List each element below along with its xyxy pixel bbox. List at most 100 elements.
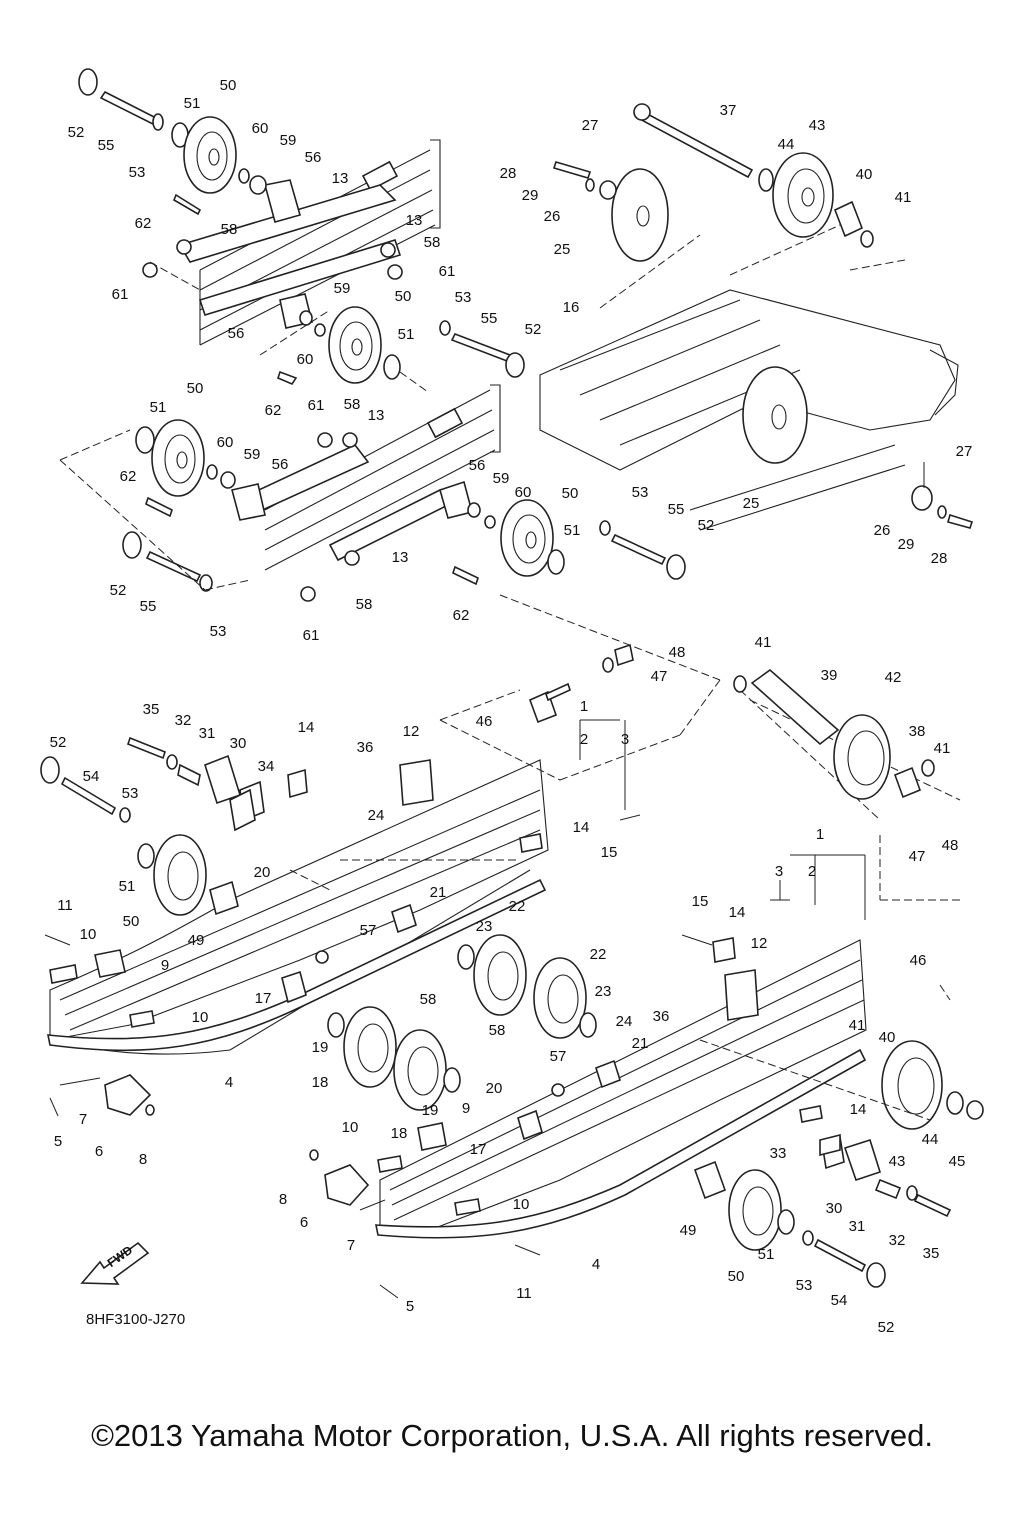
part-number-label: 50 — [220, 77, 237, 94]
part-number-label: 55 — [98, 137, 115, 154]
part-number-label: 17 — [255, 990, 272, 1007]
part-number-label: 27 — [582, 117, 599, 134]
part-number-label: 52 — [878, 1319, 895, 1336]
part-number-label: 51 — [119, 878, 136, 895]
part-number-label: 56 — [272, 456, 289, 473]
part-number-label: 7 — [347, 1237, 355, 1254]
part-number-label: 36 — [653, 1008, 670, 1025]
part-number-label: 55 — [140, 598, 157, 615]
part-number-label: 53 — [122, 785, 139, 802]
part-number-label: 13 — [392, 549, 409, 566]
part-number-label: 31 — [849, 1218, 866, 1235]
part-number-label: 58 — [420, 991, 437, 1008]
part-number-label: 51 — [398, 326, 415, 343]
part-number-label: 60 — [297, 351, 314, 368]
part-number-label: 11 — [516, 1285, 532, 1302]
part-number-label: 10 — [80, 926, 97, 943]
part-number-label: 59 — [280, 132, 297, 149]
part-number-label: 19 — [312, 1039, 329, 1056]
upper-rail-assembly — [78, 68, 525, 393]
part-number-label: 44 — [922, 1131, 939, 1148]
part-number-label: 53 — [796, 1277, 813, 1294]
part-number-label: 51 — [564, 522, 581, 539]
part-number-label: 14 — [298, 719, 315, 736]
part-number-label: 30 — [826, 1200, 843, 1217]
part-number-label: 3 — [621, 731, 629, 748]
part-number-label: 41 — [934, 740, 951, 757]
part-number-label: 9 — [462, 1100, 470, 1117]
lower-suspension-assembly — [40, 594, 984, 1299]
part-number-label: 50 — [187, 380, 204, 397]
part-number-label: 12 — [403, 723, 420, 740]
part-number-label: 6 — [95, 1143, 103, 1160]
part-number-label: 53 — [129, 164, 146, 181]
part-number-label: 11 — [57, 897, 73, 914]
part-number-label: 34 — [258, 758, 275, 775]
part-number-label: 21 — [430, 884, 447, 901]
part-number-label: 49 — [188, 932, 205, 949]
part-number-label: 28 — [500, 165, 517, 182]
part-number-label: 20 — [486, 1080, 503, 1097]
part-number-label: 26 — [544, 208, 561, 225]
part-number-label: 9 — [161, 957, 169, 974]
part-number-label: 35 — [923, 1245, 940, 1262]
part-number-label: 21 — [632, 1035, 649, 1052]
part-number-label: 53 — [455, 289, 472, 306]
part-number-label: 54 — [83, 768, 100, 785]
part-number-label: 14 — [573, 819, 590, 836]
part-number-label: 22 — [590, 946, 607, 963]
part-number-label: 29 — [898, 536, 915, 553]
part-number-label: 57 — [360, 922, 377, 939]
part-number-label: 61 — [303, 627, 320, 644]
part-number-label: 13 — [332, 170, 349, 187]
part-number-label: 52 — [698, 517, 715, 534]
part-number-label: 51 — [184, 95, 201, 112]
part-number-label: 44 — [778, 136, 795, 153]
track-assembly — [539, 103, 974, 531]
part-number-label: 54 — [831, 1292, 848, 1309]
part-number-label: 48 — [942, 837, 959, 854]
part-number-label: 5 — [406, 1298, 414, 1315]
part-number-label: 59 — [334, 280, 351, 297]
part-number-label: 15 — [692, 893, 709, 910]
part-number-label: 18 — [391, 1125, 408, 1142]
part-number-label: 62 — [265, 402, 282, 419]
part-number-label: 46 — [910, 952, 927, 969]
part-number-label: 3 — [775, 863, 783, 880]
part-number-label: 50 — [123, 913, 140, 930]
part-number-label: 39 — [821, 667, 838, 684]
part-number-label: 52 — [68, 124, 85, 141]
part-number-label: 7 — [79, 1111, 87, 1128]
part-number-label: 2 — [808, 863, 816, 880]
part-number-label: 26 — [874, 522, 891, 539]
copyright-notice: ©2013 Yamaha Motor Corporation, U.S.A. A… — [91, 1418, 933, 1453]
part-number-label: 51 — [758, 1246, 775, 1263]
part-number-label: 15 — [601, 844, 618, 861]
part-number-label: 29 — [522, 187, 539, 204]
part-number-label: 57 — [550, 1048, 567, 1065]
part-number-label: 51 — [150, 399, 167, 416]
exploded-parts-diagram: FWD 505152555360595613625813586161595053… — [40, 68, 984, 1336]
part-number-label: 17 — [470, 1141, 487, 1158]
part-number-label: 25 — [743, 495, 760, 512]
part-number-label: 58 — [489, 1022, 506, 1039]
part-number-label: 60 — [252, 120, 269, 137]
part-number-label: 58 — [424, 234, 441, 251]
part-number-label: 4 — [592, 1256, 600, 1273]
part-number-label: 56 — [228, 325, 245, 342]
part-number-label: 10 — [192, 1009, 209, 1026]
part-number-label: 32 — [889, 1232, 906, 1249]
part-number-label: 41 — [755, 634, 772, 651]
part-number-label: 27 — [956, 443, 973, 460]
part-number-label: 10 — [513, 1196, 530, 1213]
part-number-label: 5 — [54, 1133, 62, 1150]
part-number-label: 32 — [175, 712, 192, 729]
part-number-label: 50 — [728, 1268, 745, 1285]
part-number-label: 61 — [439, 263, 456, 280]
part-number-label: 53 — [210, 623, 227, 640]
part-number-label: 16 — [563, 299, 580, 316]
part-number-label: 37 — [720, 102, 737, 119]
part-number-label: 56 — [469, 457, 486, 474]
part-number-label: 31 — [199, 725, 216, 742]
part-number-label: 48 — [669, 644, 686, 661]
